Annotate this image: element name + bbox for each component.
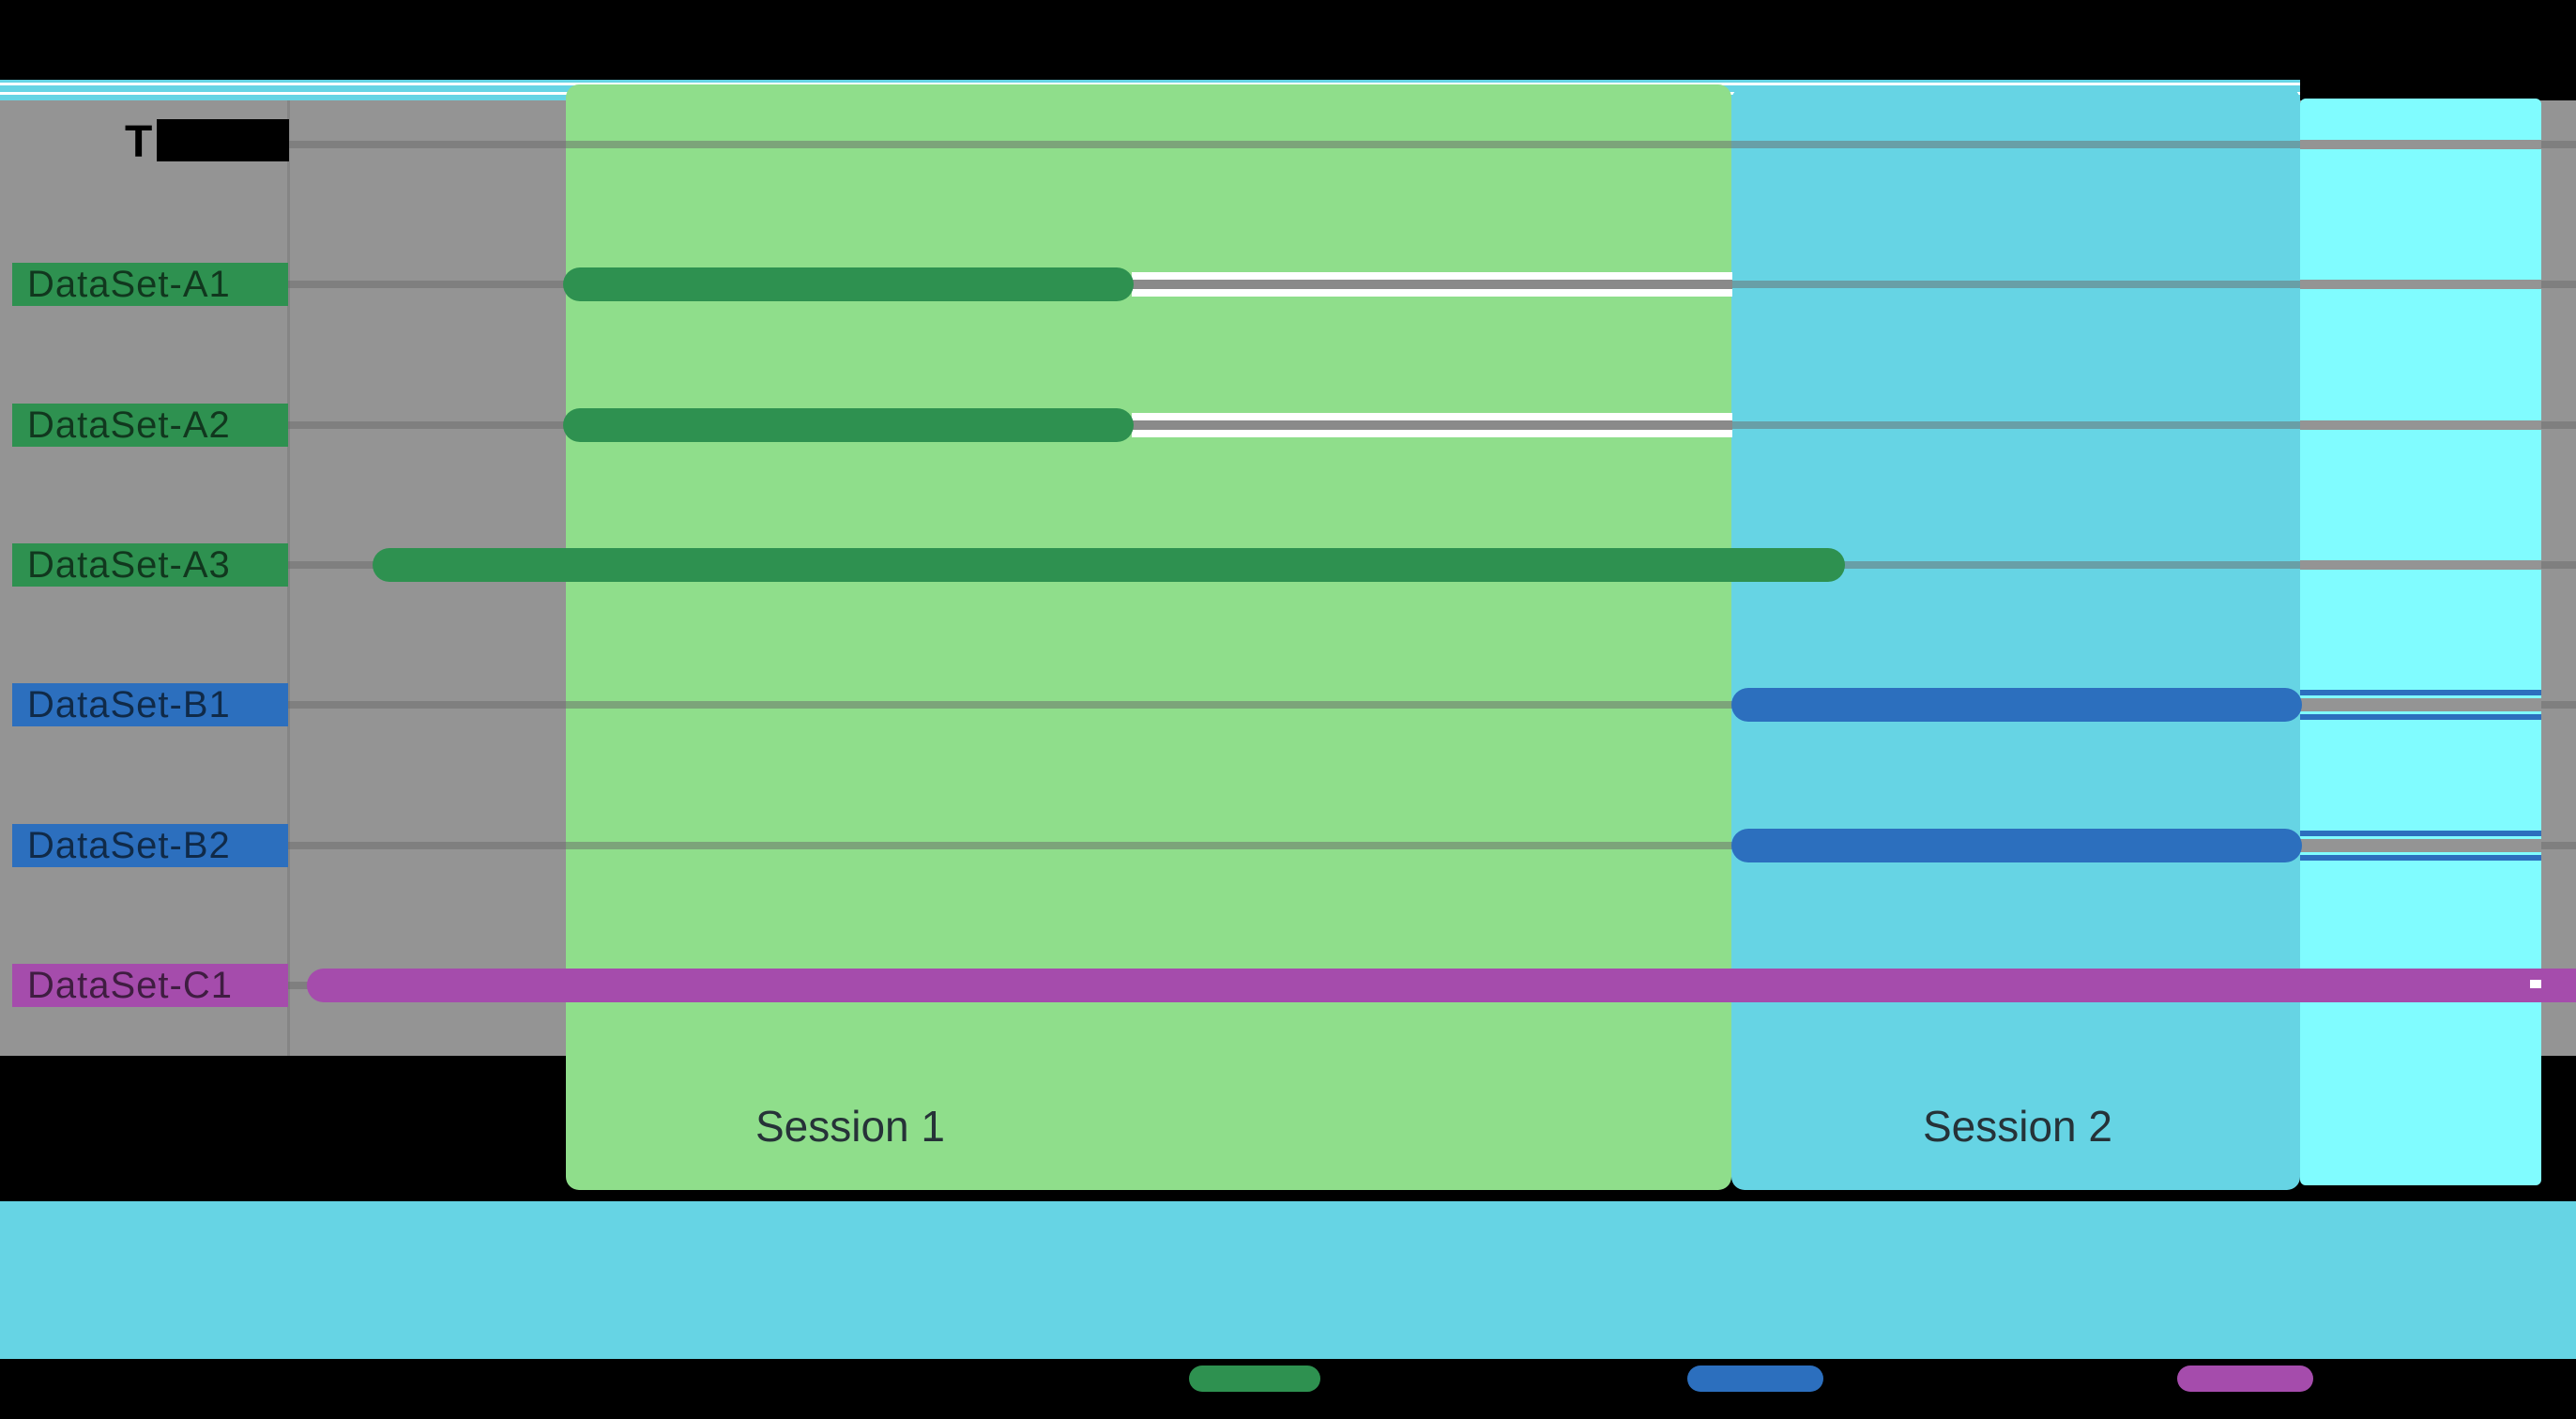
- session1-band: [566, 84, 1731, 1190]
- legend-swatch-blue[interactable]: [1687, 1366, 1823, 1392]
- pale-band-gridline-gap: [2300, 280, 2541, 289]
- row-label-chip-DataSet-A1: DataSet-A1: [12, 263, 288, 306]
- task-row-redaction-box: [157, 119, 289, 161]
- row-label-text: DataSet-A1: [27, 263, 231, 305]
- task-bar-DataSet-A2[interactable]: [563, 408, 1134, 442]
- row-label-chip-DataSet-B2: DataSet-B2: [12, 824, 288, 867]
- session-label-2: Session 2: [1922, 1102, 2113, 1151]
- row-label-chip-DataSet-A3: DataSet-A3: [12, 543, 288, 587]
- white-notch: [2530, 980, 2541, 988]
- task-row-label: T: [125, 117, 153, 167]
- gridline-halo-gray: [1132, 280, 1732, 289]
- pale-band-gridline-gap: [2300, 560, 2541, 570]
- task-bar-DataSet-B2[interactable]: [1731, 829, 2302, 862]
- axis-separator-line: [287, 100, 290, 1056]
- task-bar-DataSet-A3[interactable]: [373, 548, 1845, 582]
- pale-band-blue-edge-bottom: [2300, 855, 2541, 861]
- row-label-text: DataSet-A2: [27, 404, 231, 446]
- task-bar-DataSet-C1[interactable]: [307, 969, 2576, 1002]
- pale-band-gridline-gap: [2300, 698, 2541, 711]
- row-label-text: DataSet-C1: [27, 964, 233, 1006]
- row-label-chip-DataSet-C1: DataSet-C1: [12, 964, 288, 1007]
- pale-band-blue-edge-top: [2300, 690, 2541, 695]
- gridline: [286, 842, 2576, 849]
- gridline-halo-gray: [1132, 420, 1732, 430]
- task-bar-DataSet-A1[interactable]: [563, 267, 1134, 301]
- bottom-cyan-strip: [0, 1201, 2576, 1359]
- gridline: [286, 141, 2576, 148]
- session-label-1: Session 1: [755, 1102, 946, 1151]
- pale-band-blue-edge-bottom: [2300, 714, 2541, 720]
- legend-label-redaction-box: [2326, 1363, 2458, 1395]
- session2-band: [1731, 87, 2300, 1190]
- row-label-text: DataSet-B1: [27, 683, 231, 725]
- pale-band-gridline-gap: [2300, 839, 2541, 852]
- row-label-text: DataSet-A3: [27, 543, 231, 586]
- pale-band-blue-edge-top: [2300, 831, 2541, 836]
- legend-label-redaction-box: [1334, 1363, 1465, 1395]
- legend-label-redaction-box: [1837, 1363, 1968, 1395]
- pale-band-gridline-gap: [2300, 420, 2541, 430]
- gridline: [286, 701, 2576, 709]
- row-label-text: DataSet-B2: [27, 824, 231, 866]
- legend-swatch-green[interactable]: [1189, 1366, 1320, 1392]
- task-bar-DataSet-B1[interactable]: [1731, 688, 2302, 722]
- row-label-chip-DataSet-A2: DataSet-A2: [12, 404, 288, 447]
- right-pale-band: [2300, 99, 2541, 1185]
- legend-swatch-purple[interactable]: [2177, 1366, 2313, 1392]
- pale-band-gridline-gap: [2300, 140, 2541, 149]
- row-label-chip-DataSet-B1: DataSet-B1: [12, 683, 288, 726]
